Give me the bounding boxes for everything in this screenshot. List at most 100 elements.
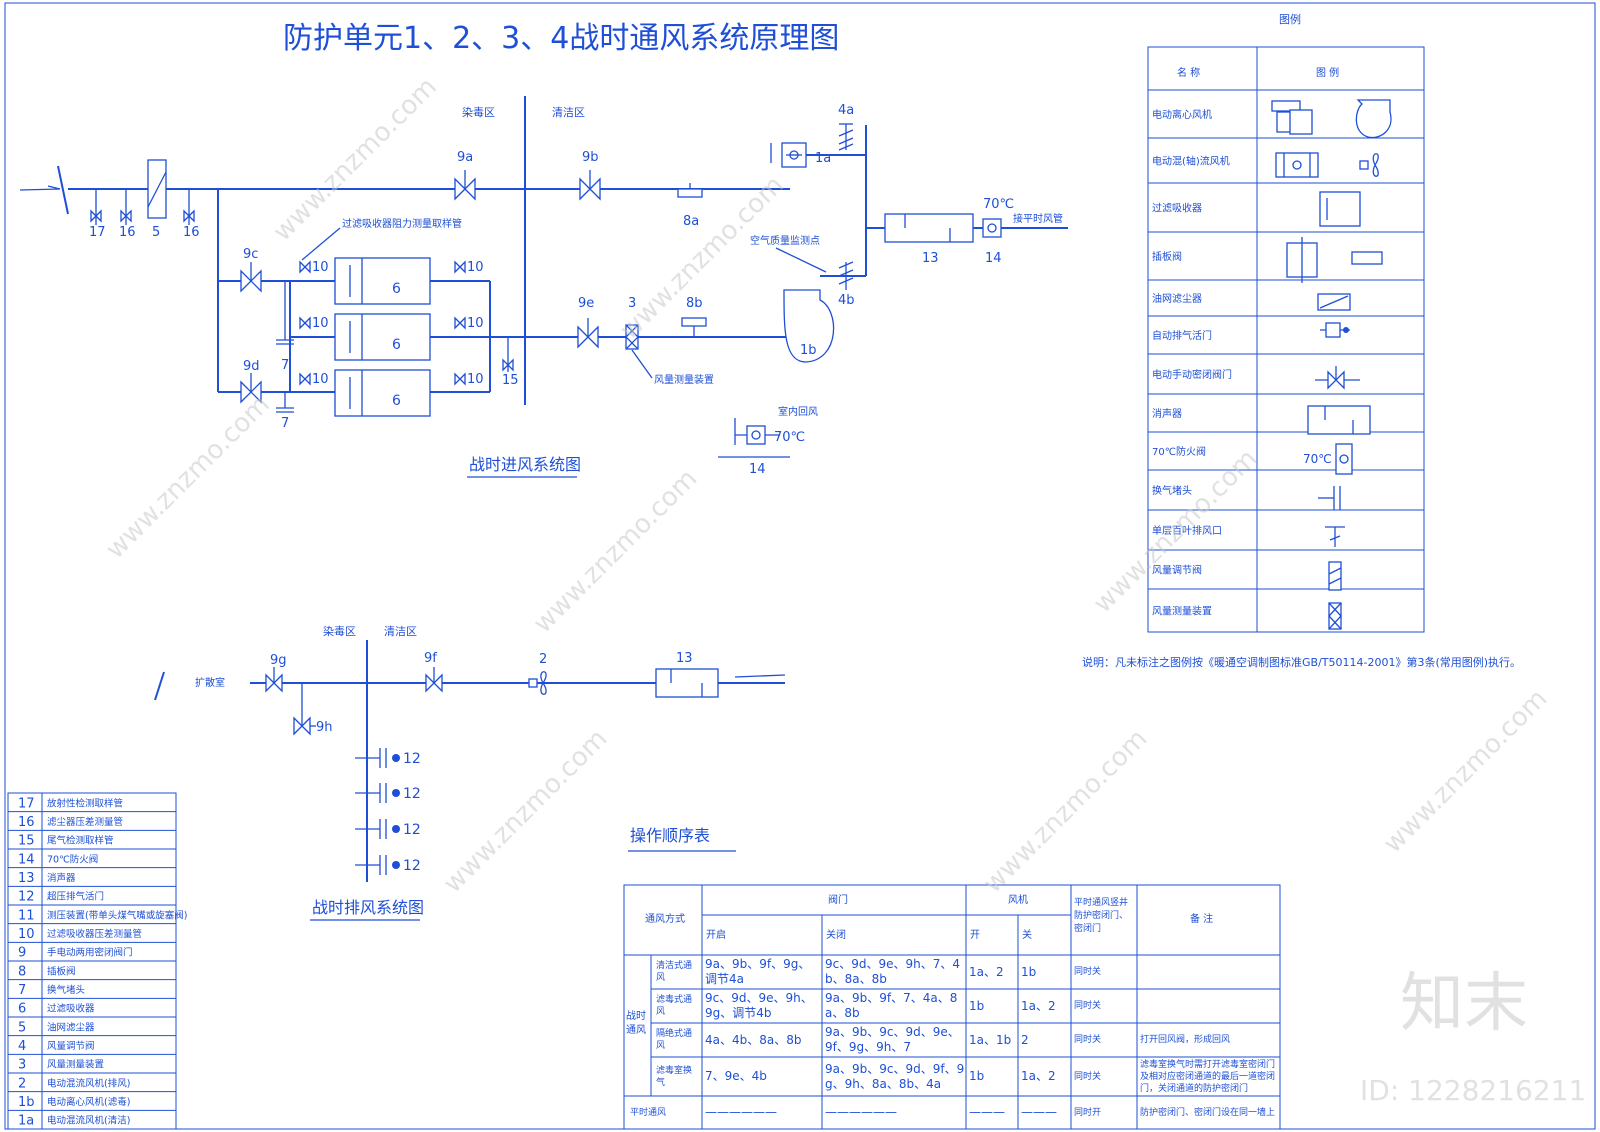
ops-fan-on-box: 1a、2 — [969, 965, 1004, 979]
ops-close: 9a、9b、9c、9d、9e、9f、9g、9h、7 — [825, 1025, 960, 1054]
valve-9a — [454, 170, 476, 201]
ops-open: 9c、9d、9e、9h、9g、调节4b — [705, 991, 813, 1020]
ops-peace-open: —————— — [705, 1105, 777, 1119]
part-number: 2 — [18, 1076, 26, 1091]
part-name: 手电动两用密闭阀门 — [47, 947, 133, 959]
legend-note: 说明：凡未标注之图例按《暖通空调制图标准GB/T50114-2001》第3条(常… — [1082, 655, 1521, 669]
ops-head-mode: 通风方式 — [645, 912, 685, 925]
damper-4a — [838, 123, 854, 151]
label-6a: 6 — [392, 281, 401, 297]
oil-net-filter-hatch — [147, 171, 167, 208]
ops-open-box: 7、9e、4b — [705, 1069, 767, 1083]
ops-close-box: 9c、9d、9e、9h、7、4b、8a、8b — [825, 957, 960, 986]
ops-doors-box: 同时关 — [1074, 1001, 1101, 1011]
zone-label-clean: 清洁区 — [552, 106, 585, 119]
ops-mode-box: 滤毒室换气 — [656, 1066, 692, 1088]
ops-fan-off: 2 — [1021, 1032, 1029, 1047]
ops-peace-open-box: —————— — [705, 1105, 777, 1119]
gate-valve-icon — [1286, 237, 1383, 283]
watermark-4: www.znzmo.com — [528, 464, 703, 639]
ops-head-close: 关闭 — [826, 928, 846, 941]
legend-name: 风量调节阀 — [1152, 564, 1202, 577]
legend-header-symbol: 图 例 — [1316, 66, 1339, 79]
label-16b: 16 — [183, 225, 200, 240]
label-9c: 9c — [243, 247, 258, 262]
part-number: 7 — [18, 983, 26, 998]
zone-label-contaminated-ex: 染毒区 — [323, 624, 356, 638]
mixed-flow-fan-icon — [1275, 152, 1379, 178]
label-70c-return: 70℃ — [774, 430, 805, 445]
vent-plug-7b — [276, 392, 294, 413]
ops-mode: 隔绝式通风 — [656, 1029, 693, 1051]
part-number: 15 — [18, 834, 35, 849]
legend-header-name: 名 称 — [1177, 66, 1200, 79]
ops-mode-box: 滤毒式通风 — [656, 995, 692, 1017]
ops-mode-box: 清洁式通风 — [656, 961, 692, 983]
ops-peace-on: ——— — [969, 1105, 1005, 1119]
ops-fan-on: 1b — [969, 1069, 985, 1083]
flow-measure-hatch — [625, 324, 639, 350]
ops-remark: 打开回风阀，形成回风 — [1140, 1035, 1231, 1045]
gate-valve-8a — [677, 183, 703, 198]
part-name: 电动混流风机(清洁) — [47, 1115, 130, 1127]
filter-absorber-icon — [1319, 191, 1361, 227]
label-10f: 10 — [467, 372, 484, 387]
label-12c: 12 — [403, 822, 421, 838]
callout-to-peace-duct: 接平时风管 — [1013, 212, 1063, 225]
ops-head-remarks: 备 注 — [1190, 912, 1213, 925]
part-name: 滤尘器压差测量管 — [47, 816, 123, 828]
fan-1b — [783, 289, 835, 363]
label-9b: 9b — [582, 150, 599, 165]
ops-group-war-box: 战时通风 — [626, 1011, 646, 1036]
label-9g: 9g — [270, 653, 287, 668]
label-9h: 9h — [316, 720, 333, 735]
exhaust-caption: 战时排风系统图 — [312, 898, 424, 917]
ops-close-box: 9a、9b、9c、9d、9e、9f、9g、9h、7 — [825, 1025, 960, 1054]
silencer-13 — [884, 213, 974, 243]
legend-name: 油网滤尘器 — [1152, 292, 1202, 305]
vent-plug-7a — [276, 281, 294, 345]
label-2: 2 — [539, 652, 547, 667]
watermark-logo: 知末 — [1400, 967, 1528, 1041]
legend-name: 单层百叶排风口 — [1152, 524, 1222, 537]
label-9a: 9a — [457, 150, 473, 165]
ops-head-doors: 平时通风竖井防护密闭门、密闭门 — [1074, 898, 1129, 934]
ops-peace-off: ——— — [1021, 1105, 1057, 1119]
part-name: 测压装置(带单头煤气嘴或旋塞阀) — [47, 909, 187, 921]
ops-peace-close-box: —————— — [825, 1105, 897, 1119]
label-5: 5 — [152, 225, 160, 240]
ops-title: 操作顺序表 — [630, 826, 710, 845]
operation-table: 操作顺序表 通风方式 阀门 开启 关闭 风机 开 关 平时通风竖井防护密闭门、密… — [623, 826, 1281, 1130]
part-name: 放射性检测取样管 — [47, 797, 123, 809]
part-name: 油网滤尘器 — [47, 1021, 95, 1033]
part-name: 电动离心风机(滤毒) — [47, 1096, 130, 1108]
part-name: 超压排气活门 — [47, 891, 104, 903]
label-9d: 9d — [243, 359, 260, 374]
fan-1a — [770, 142, 807, 168]
label-7a: 7 — [281, 358, 289, 373]
ops-open-box: 9a、9b、9f、9g、调节4a — [705, 957, 811, 986]
part-number: 11 — [18, 908, 35, 923]
part-name: 过滤吸收器压差测量管 — [47, 928, 142, 940]
indoor-return-fire-damper — [718, 418, 790, 458]
pressure-taps-10 — [299, 260, 466, 386]
part-name: 插板阀 — [47, 965, 76, 977]
ops-remark-box — [1140, 991, 1278, 1021]
airtight-valve-icon — [1315, 366, 1360, 390]
legend-name: 电动离心风机 — [1152, 108, 1212, 121]
ops-fan-off: 1b — [1021, 964, 1037, 979]
silencer-icon — [1307, 405, 1371, 435]
part-name: 风量测量装置 — [47, 1059, 104, 1071]
watermark-6: www.znzmo.com — [438, 724, 613, 899]
label-14: 14 — [985, 251, 1002, 266]
ops-peace-remark: 防护密闭门、密闭门设在同一墙上 — [1140, 1107, 1276, 1118]
part-number: 8 — [18, 964, 26, 979]
valve-9c — [240, 262, 262, 293]
ops-fan-off-box: 2 — [1021, 1032, 1029, 1047]
label-10a: 10 — [312, 260, 329, 275]
legend-name: 电动混(轴)流风机 — [1152, 155, 1230, 168]
ops-peace-mode-box: 平时通风 — [630, 1108, 666, 1118]
ops-open: 9a、9b、9f、9g、调节4a — [705, 957, 811, 986]
legend-title: 图例 — [1279, 12, 1301, 26]
